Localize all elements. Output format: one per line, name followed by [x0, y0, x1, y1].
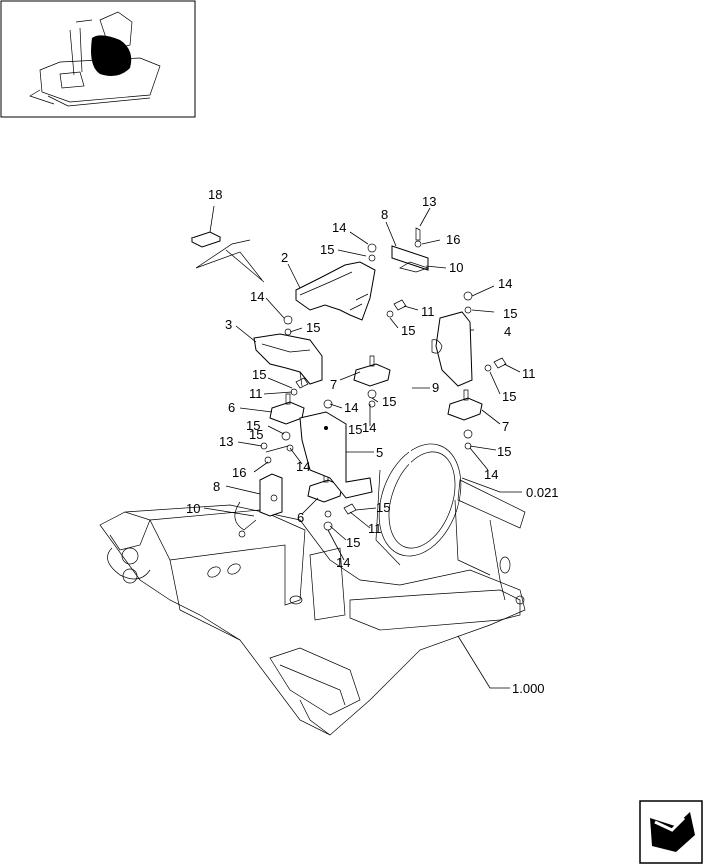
part-8-top — [391, 227, 430, 273]
part-8-lower — [234, 473, 283, 531]
part-labels: 18 13 8 14 16 15 2 10 14 14 11 15 3 15 1… — [186, 187, 559, 696]
label-15-top: 15 — [320, 242, 334, 257]
label-2: 2 — [281, 250, 288, 265]
label-10-top: 10 — [449, 260, 463, 275]
part-4-bracket — [431, 311, 473, 387]
label-5: 5 — [376, 445, 383, 460]
label-15-right: 15 — [503, 306, 517, 321]
part-2-bracket — [295, 261, 376, 321]
label-7-left: 7 — [330, 377, 337, 392]
label-0021: 0.021 — [526, 485, 559, 500]
label-16-left: 16 — [232, 465, 246, 480]
label-3: 3 — [225, 317, 232, 332]
label-9: 9 — [432, 380, 439, 395]
leader-lines — [203, 205, 522, 689]
label-15-d: 15 — [382, 394, 396, 409]
next-page-arrow-icon[interactable] — [639, 800, 703, 864]
label-14-left: 14 — [250, 289, 264, 304]
label-14-right: 14 — [498, 276, 512, 291]
part-6-mount-right — [307, 471, 343, 503]
label-11-upper: 11 — [421, 304, 435, 319]
label-8-top: 8 — [381, 207, 388, 222]
label-15-g: 15 — [249, 427, 263, 442]
label-11-lower: 11 — [368, 521, 382, 536]
label-15-e: 15 — [246, 418, 260, 433]
main-frame — [99, 479, 526, 736]
label-10-lower: 10 — [186, 501, 200, 516]
label-7-right: 7 — [502, 419, 509, 434]
label-15-b: 15 — [252, 367, 266, 382]
part-7-mount-right — [447, 389, 483, 421]
label-11-left: 11 — [249, 386, 263, 401]
label-14-g: 14 — [296, 459, 310, 474]
machine-overview-thumbnail — [0, 0, 196, 118]
label-14-f: 14 — [362, 420, 376, 435]
label-6-right: 6 — [297, 510, 304, 525]
part-3-bracket — [253, 333, 323, 387]
label-14-mid: 14 — [344, 400, 358, 415]
label-18: 18 — [208, 187, 222, 202]
part-5-bracket — [299, 411, 373, 499]
label-11-right: 11 — [522, 366, 536, 381]
label-14-top: 14 — [332, 220, 346, 235]
part-9-hose — [345, 330, 411, 490]
label-16-top: 16 — [446, 232, 460, 247]
swing-ring — [375, 443, 462, 566]
label-1000: 1.000 — [512, 681, 545, 696]
part-18 — [190, 231, 265, 283]
label-15-c: 15 — [502, 389, 516, 404]
label-14-h: 14 — [484, 467, 498, 482]
label-15-f: 15 — [348, 422, 362, 437]
part-7-mount-left — [353, 355, 391, 387]
label-14-i: 14 — [336, 555, 350, 570]
label-15-mid: 15 — [401, 323, 415, 338]
label-13-left: 13 — [219, 434, 233, 449]
label-15-j: 15 — [346, 535, 360, 550]
part-6-mount-left — [269, 393, 305, 425]
label-6-left: 6 — [228, 400, 235, 415]
label-15-i: 15 — [376, 500, 390, 515]
label-8-lower: 8 — [213, 479, 220, 494]
label-15-h: 15 — [497, 444, 511, 459]
label-4: 4 — [504, 324, 511, 339]
label-13-top: 13 — [422, 194, 436, 209]
label-15-left: 15 — [306, 320, 320, 335]
